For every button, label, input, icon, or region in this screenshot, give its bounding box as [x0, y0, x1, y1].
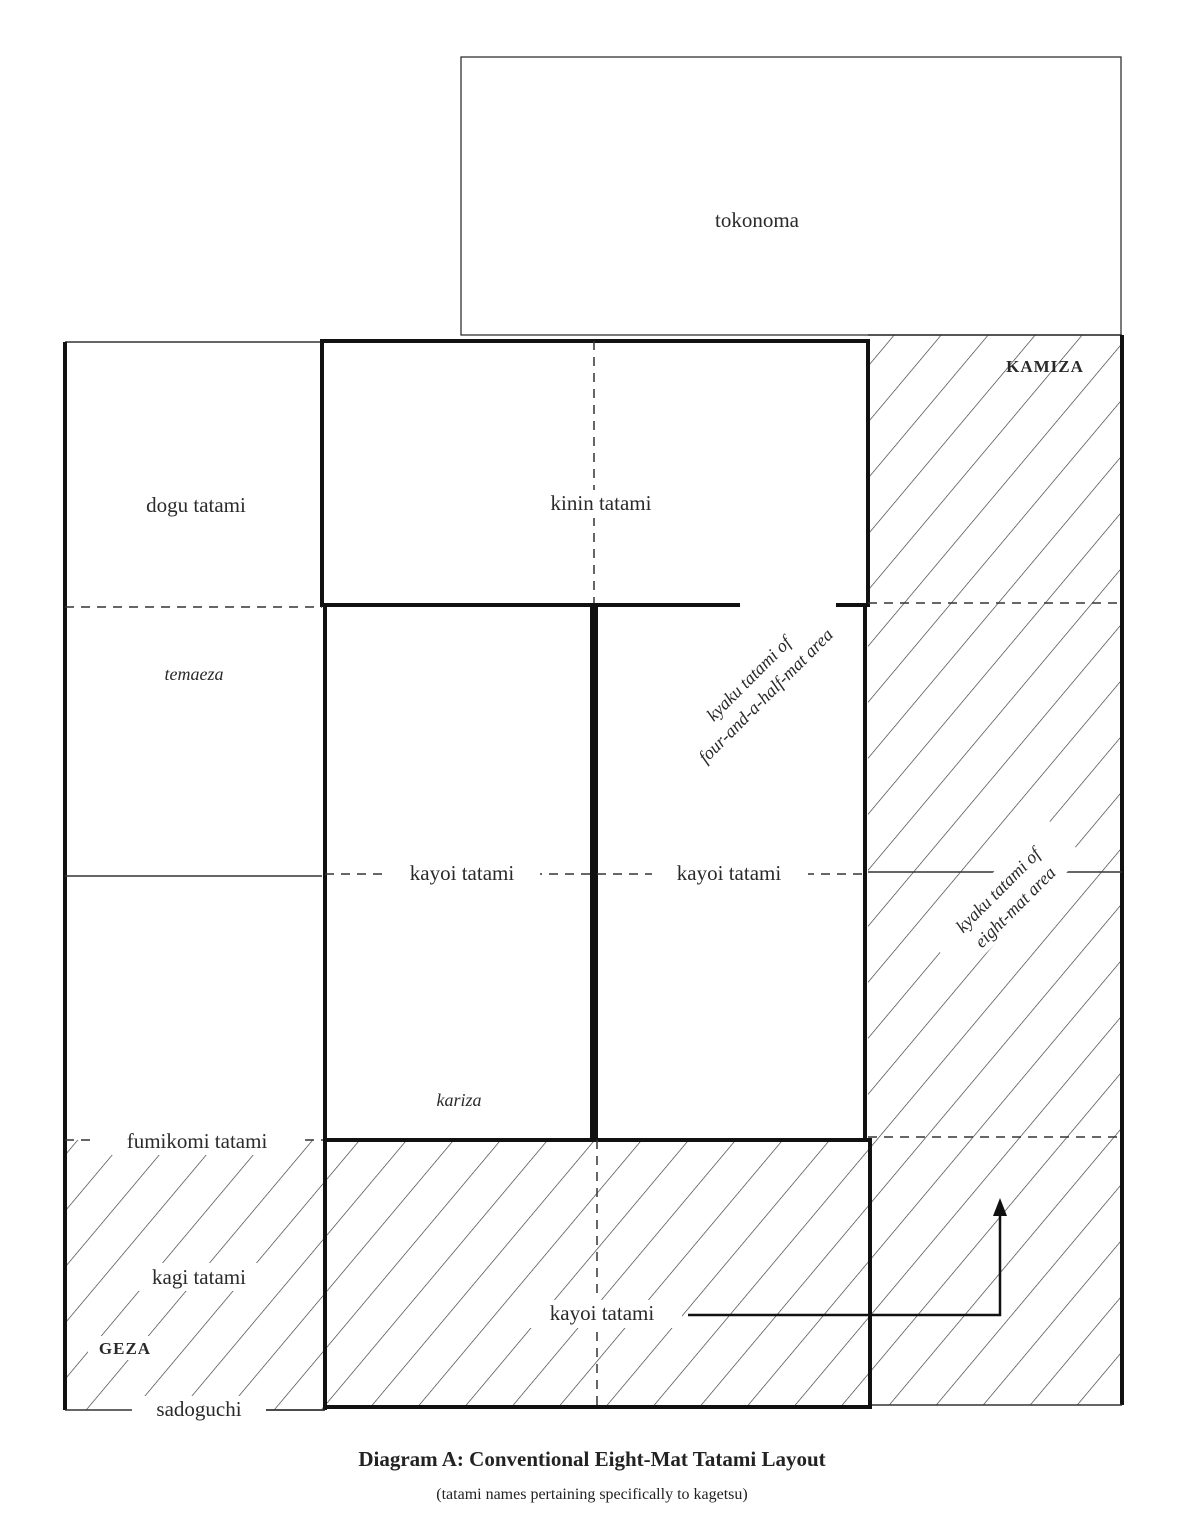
- caption-subtitle: (tatami names pertaining specifically to…: [436, 1486, 748, 1503]
- label-kyaku-four-half-2: four-and-a-half-mat area: [694, 624, 836, 766]
- label-kariza: kariza: [437, 1090, 482, 1110]
- label-kayoi-left: kayoi tatami: [410, 861, 515, 885]
- label-kayoi-right: kayoi tatami: [677, 861, 782, 885]
- kamiza-hatched-area: [868, 335, 1122, 1405]
- arrowhead-icon: [993, 1198, 1007, 1216]
- kinin-tatami-mat: [320, 339, 870, 607]
- label-temaeza: temaeza: [165, 664, 224, 684]
- arrow-icon: [688, 1212, 1002, 1317]
- label-kayoi-bottom: kayoi tatami: [550, 1301, 655, 1325]
- label-dogu-tatami: dogu tatami: [146, 493, 246, 517]
- label-kamiza: KAMIZA: [1006, 357, 1084, 376]
- label-tokonoma: tokonoma: [715, 208, 800, 232]
- label-geza: GEZA: [99, 1339, 151, 1358]
- label-kagi-tatami: kagi tatami: [152, 1265, 246, 1289]
- label-fumikomi-tatami: fumikomi tatami: [127, 1129, 268, 1153]
- tokonoma-alcove: [460, 56, 1122, 336]
- label-sadoguchi: sadoguchi: [156, 1397, 241, 1421]
- caption-title: Diagram A: Conventional Eight-Mat Tatami…: [358, 1447, 826, 1471]
- label-kinin-tatami: kinin tatami: [551, 491, 652, 515]
